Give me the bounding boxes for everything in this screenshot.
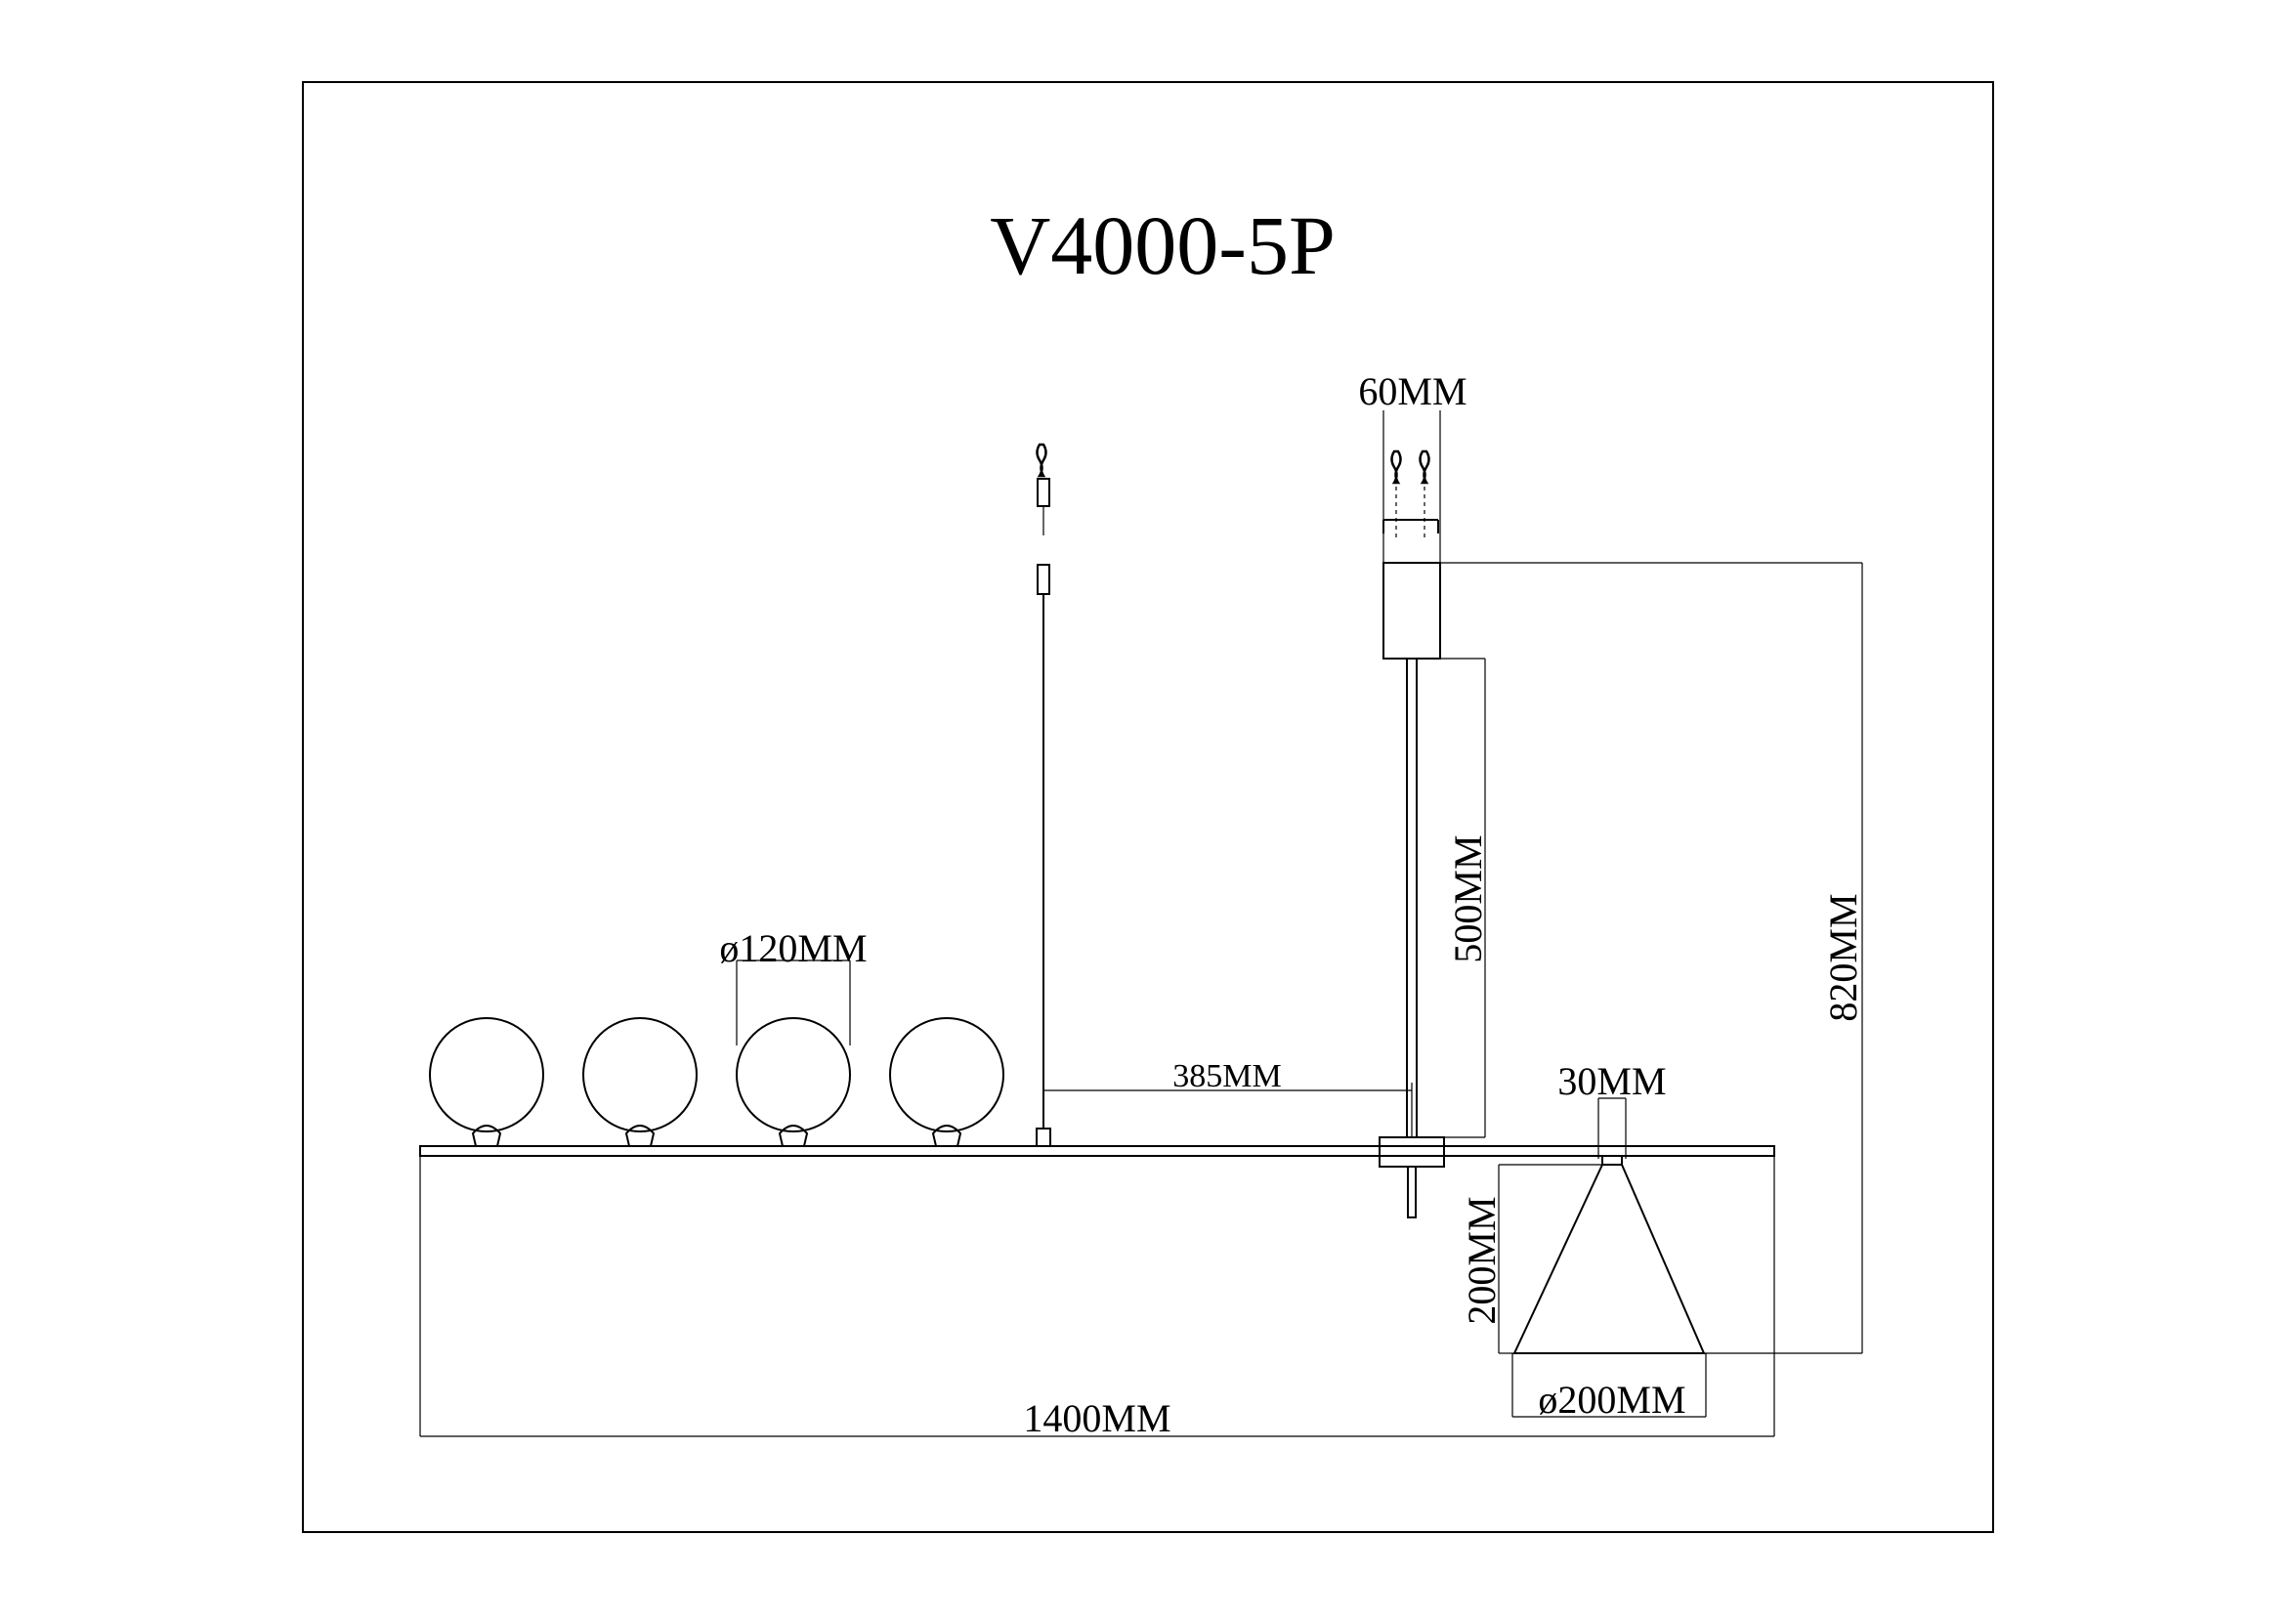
globe-3	[736, 1017, 851, 1147]
cone-shade	[1512, 1155, 1706, 1354]
globe-4	[889, 1017, 1004, 1147]
canopy	[1382, 562, 1441, 660]
dim-rod-length: 500MM	[1446, 834, 1490, 962]
globe-2	[582, 1017, 698, 1147]
dim-globe-diameter: ø120MM	[719, 926, 867, 970]
product-title: V4000-5P	[990, 198, 1336, 292]
dim-total-height: 820MM	[1821, 893, 1865, 1021]
horizontal-bar	[419, 1145, 1775, 1157]
dim-cone-diameter: ø200MM	[1538, 1378, 1685, 1422]
dim-canopy-width: 60MM	[1358, 369, 1467, 413]
globes	[429, 1017, 1004, 1147]
left-suspension	[1036, 443, 1051, 1147]
dim-total-length: 1400MM	[1023, 1396, 1170, 1440]
dim-arm-offset: 385MM	[1172, 1058, 1281, 1094]
globe-1	[429, 1017, 544, 1147]
dim-cone-height: 200MM	[1460, 1196, 1504, 1324]
dimension-lines	[419, 410, 1863, 1437]
connector-block	[1379, 1136, 1445, 1168]
suspension-rod	[1406, 658, 1418, 1138]
dim-cone-top: 30MM	[1557, 1059, 1666, 1103]
drawing-frame	[302, 81, 1994, 1533]
